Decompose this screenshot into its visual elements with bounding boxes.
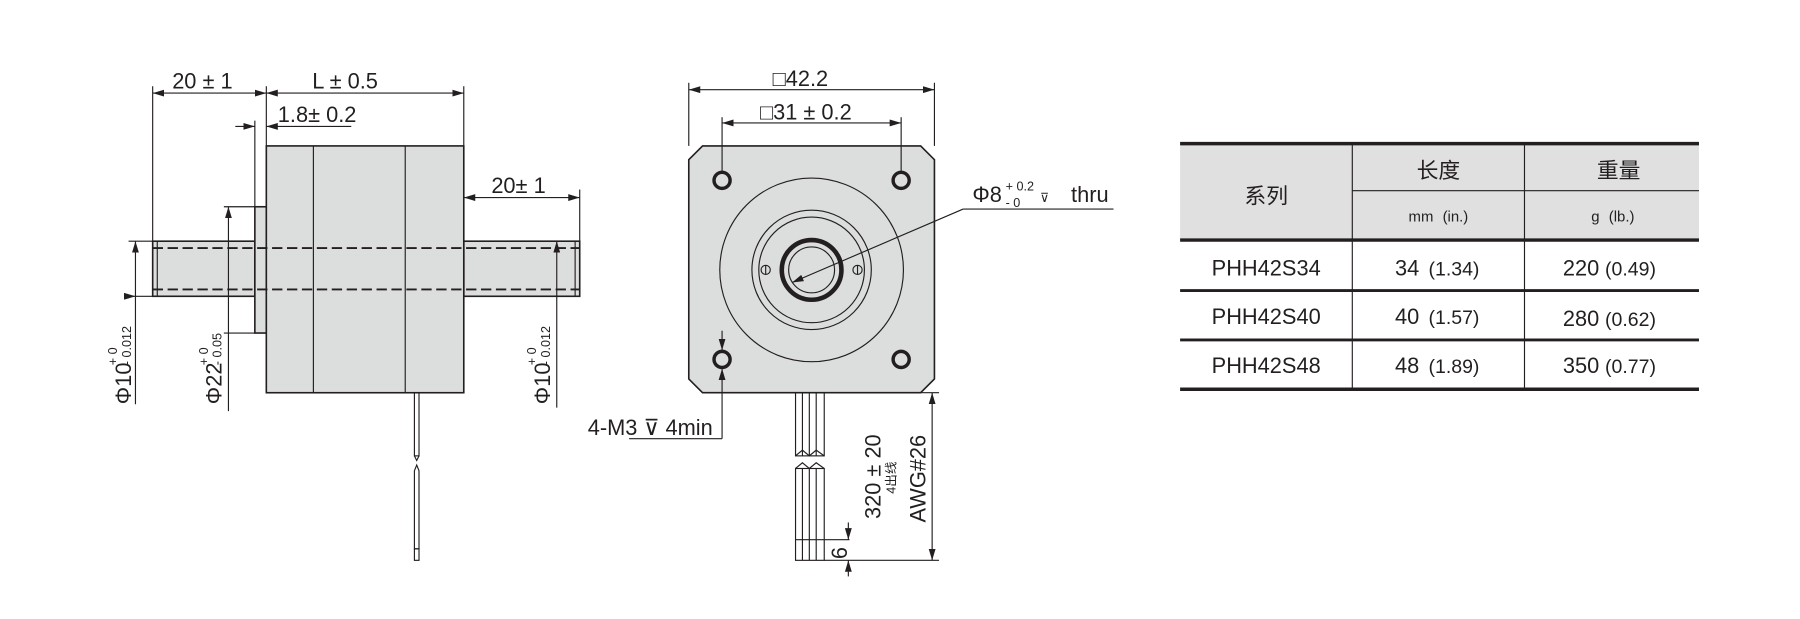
dim-strip-length: 6 <box>827 547 852 559</box>
motor-body <box>265 145 465 394</box>
lead-gauge: AWG#26 <box>905 435 930 523</box>
svg-text:PHH42S34: PHH42S34 <box>1212 256 1321 281</box>
svg-text:+ 0: + 0 <box>525 347 539 365</box>
svg-text:Φ10: Φ10 <box>111 363 136 405</box>
svg-text:- 0.012: - 0.012 <box>120 326 134 365</box>
spec-table: 系列 长度 重量 mm(in.) g(lb.) PHH42S34 34(1.34… <box>1180 141 1699 392</box>
svg-text:- 0.012: - 0.012 <box>539 326 553 365</box>
svg-text:thru: thru <box>1071 182 1109 207</box>
header-length: 长度 <box>1417 158 1461 183</box>
dim-shaft-length-right: 20± 1 <box>491 173 545 198</box>
svg-text:220(0.49): 220(0.49) <box>1563 256 1656 281</box>
svg-text:PHH42S40: PHH42S40 <box>1212 304 1321 329</box>
header-weight: 重量 <box>1597 158 1641 183</box>
header-length-unit: mm(in.) <box>1409 209 1469 226</box>
mount-hole <box>712 349 732 370</box>
lead-count: 4出线 <box>884 461 898 494</box>
svg-text:+ 0: + 0 <box>106 347 120 365</box>
dim-flange-thickness: 1.8± 0.2 <box>278 102 357 127</box>
dim-left-shaft-diameter: Φ10 + 0 - 0.012 <box>106 326 136 404</box>
left-shaft <box>151 240 256 298</box>
lead-wires <box>794 392 850 561</box>
set-screw-icon <box>852 264 863 276</box>
dim-hole-pitch: □31 ± 0.2 <box>760 100 852 125</box>
table-row: PHH42S48 48(1.89) 350(0.77) <box>1212 353 1656 378</box>
table-row: PHH42S34 34(1.34) 220(0.49) <box>1212 256 1656 281</box>
front-view: □42.2 □31 ± 0.2 Φ8 + 0.2 - 0 ⊽ thru 4-M3… <box>588 66 1114 577</box>
svg-text:PHH42S48: PHH42S48 <box>1212 353 1321 378</box>
hollow-shaft <box>779 237 844 303</box>
svg-text:34(1.34): 34(1.34) <box>1395 256 1479 281</box>
svg-text:- 0.05: - 0.05 <box>211 333 225 365</box>
side-view: 20 ± 1 L ± 0.5 1.8± 0.2 20± 1 Φ10 + 0 - … <box>106 69 581 561</box>
dim-hollow-bore: Φ8 + 0.2 - 0 ⊽ thru <box>972 180 1108 210</box>
header-weight-unit: g(lb.) <box>1591 209 1634 226</box>
svg-text:+ 0.2: + 0.2 <box>1006 180 1034 194</box>
dim-right-shaft-diameter: Φ10 + 0 - 0.012 <box>525 326 555 404</box>
table-row: PHH42S40 40(1.57) 280(0.62) <box>1212 304 1656 331</box>
svg-text:Φ8: Φ8 <box>972 182 1002 207</box>
dim-pilot-diameter: Φ22 + 0 - 0.05 <box>197 333 227 404</box>
svg-text:Φ22: Φ22 <box>202 363 227 405</box>
svg-text:Φ10: Φ10 <box>530 363 555 405</box>
svg-text:48(1.89): 48(1.89) <box>1395 353 1479 378</box>
dim-frame-size: □42.2 <box>773 66 829 91</box>
lead-wire <box>413 392 420 561</box>
dim-shaft-length-left: 20 ± 1 <box>172 69 232 94</box>
set-screw-icon <box>760 264 771 276</box>
svg-text:350(0.77): 350(0.77) <box>1563 353 1656 378</box>
right-shaft <box>462 240 581 298</box>
dim-body-length: L ± 0.5 <box>312 69 378 94</box>
svg-text:280(0.62): 280(0.62) <box>1563 306 1656 331</box>
mount-hole <box>891 349 911 370</box>
svg-text:40(1.57): 40(1.57) <box>1395 304 1479 329</box>
svg-text:+ 0: + 0 <box>197 347 211 365</box>
svg-text:- 0: - 0 <box>1006 196 1021 210</box>
dim-lead-length: 320 ± 20 <box>860 434 885 519</box>
svg-text:⊽: ⊽ <box>1040 191 1049 205</box>
header-series: 系列 <box>1244 183 1288 208</box>
pilot-flange <box>254 205 268 334</box>
dim-mount-holes: 4-M3 ⊽ 4min <box>588 415 713 440</box>
motor-face <box>687 145 936 394</box>
